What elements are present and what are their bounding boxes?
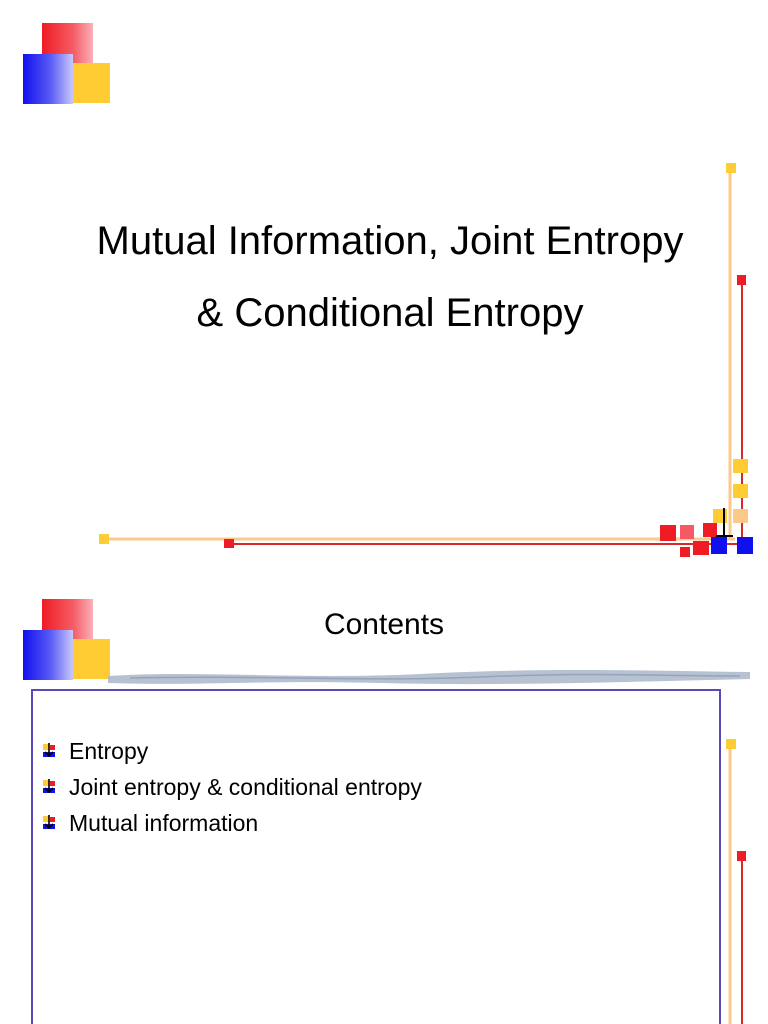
logo-blue-square xyxy=(23,54,73,104)
brush-stroke-divider xyxy=(108,670,750,685)
list-item-label: Joint entropy & conditional entropy xyxy=(69,773,422,800)
contents-list: Entropy Joint entropy & conditional entr… xyxy=(41,733,422,841)
arrow-bullet-icon xyxy=(43,779,55,794)
title-line-2: & Conditional Entropy xyxy=(196,291,584,335)
content-box: Entropy Joint entropy & conditional entr… xyxy=(31,689,721,1024)
title-slide: Mutual Information, Joint Entropy & Cond… xyxy=(23,23,753,557)
list-item: Joint entropy & conditional entropy xyxy=(41,769,422,805)
list-item-label: Entropy xyxy=(69,737,149,764)
logo-blue-square xyxy=(23,630,73,680)
red-end-square xyxy=(224,539,234,548)
contents-heading: Contents xyxy=(323,608,445,641)
corner-decoration xyxy=(726,739,746,1024)
title-line-1: Mutual Information, Joint Entropy xyxy=(96,219,684,263)
gold-top-square xyxy=(726,739,736,749)
corner-logo xyxy=(23,599,111,681)
red-top-square xyxy=(737,851,746,861)
list-item: Mutual information xyxy=(41,805,422,841)
gold-top-square xyxy=(726,163,736,173)
list-item: Entropy xyxy=(41,733,422,769)
list-item-label: Mutual information xyxy=(69,809,259,836)
corner-decoration xyxy=(99,163,753,557)
gold-end-square xyxy=(99,534,109,544)
logo-gold-square xyxy=(73,639,110,679)
logo-gold-square xyxy=(73,63,110,103)
contents-slide: Contents Entropy xyxy=(0,590,768,1024)
arrow-bullet-icon xyxy=(43,815,55,830)
corner-logo xyxy=(23,23,111,105)
red-top-square xyxy=(737,275,746,285)
arrow-bullet-icon xyxy=(43,743,55,758)
slide-title: Mutual Information, Joint Entropy & Cond… xyxy=(40,205,740,349)
